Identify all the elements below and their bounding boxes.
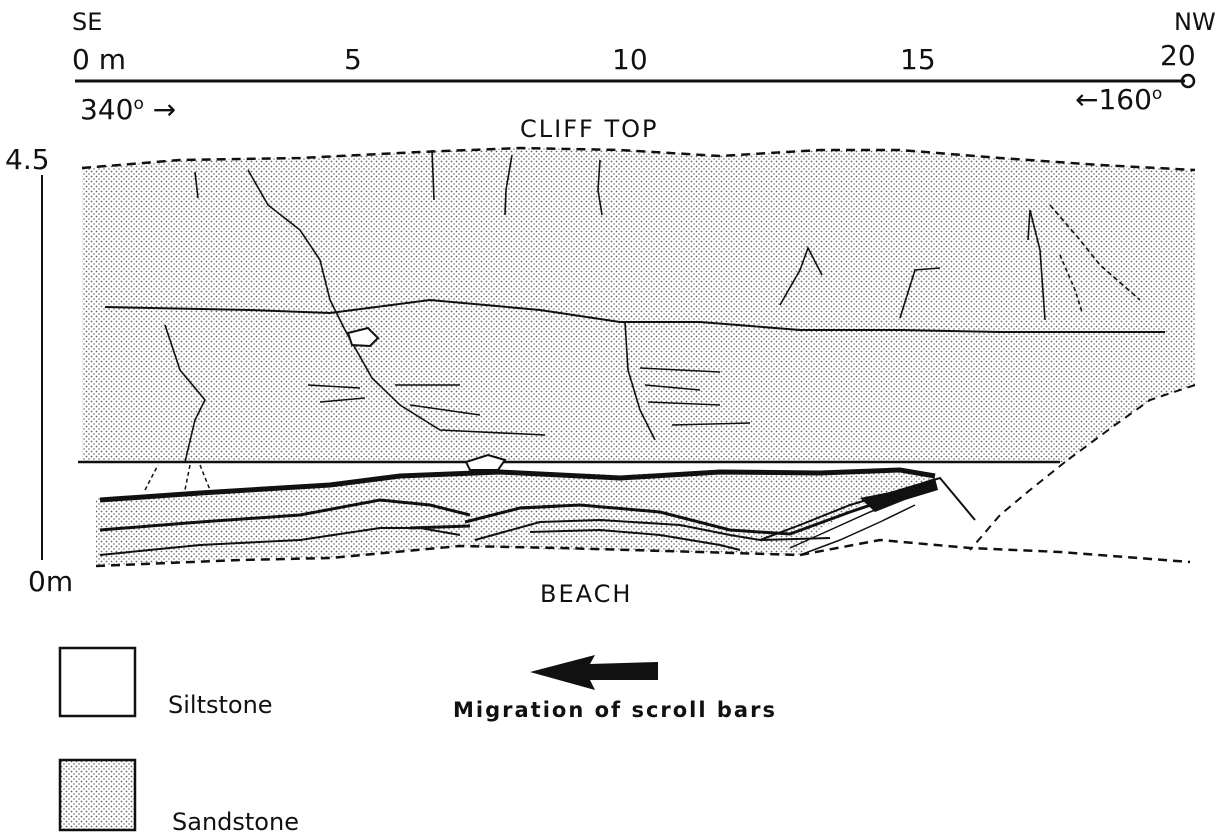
left-arrow-icon: ← xyxy=(1075,83,1098,116)
legend-siltstone-swatch xyxy=(60,648,135,716)
legend-sandstone-label: Sandstone xyxy=(172,810,299,834)
scale-right-direction: NW xyxy=(1174,10,1216,34)
horizontal-scale-bar xyxy=(75,75,1194,87)
upper-sandstone-unit xyxy=(82,148,1195,462)
height-max-label: 4.5 xyxy=(5,146,50,174)
scale-tick-5: 5 xyxy=(344,46,362,74)
scale-tick-0: 0 m xyxy=(72,46,126,74)
right-arrow-icon: → xyxy=(153,93,176,126)
left-azimuth-value: 340 xyxy=(80,93,133,126)
scroll-bar-sandstone-unit xyxy=(96,468,940,566)
height-min-label: 0m xyxy=(28,568,73,596)
legend-siltstone-label: Siltstone xyxy=(168,693,273,717)
scale-tick-20: 20 xyxy=(1160,42,1196,70)
scale-left-direction: SE xyxy=(72,10,102,34)
beach-label: BEACH xyxy=(540,582,632,606)
legend-sandstone-swatch xyxy=(60,760,135,830)
degree-sign: o xyxy=(133,94,143,114)
scale-tick-10: 10 xyxy=(612,46,648,74)
right-azimuth-label: ←160o xyxy=(1075,86,1162,114)
scale-tick-15: 15 xyxy=(900,46,936,74)
migration-arrow-icon xyxy=(530,655,658,690)
right-azimuth-value: 160 xyxy=(1098,83,1151,116)
root-traces-dashed xyxy=(145,465,210,490)
degree-sign: o xyxy=(1152,84,1162,104)
cliff-top-label: CLIFF TOP xyxy=(520,117,658,141)
migration-label: Migration of scroll bars xyxy=(453,700,777,721)
left-azimuth-label: 340o → xyxy=(80,96,176,124)
